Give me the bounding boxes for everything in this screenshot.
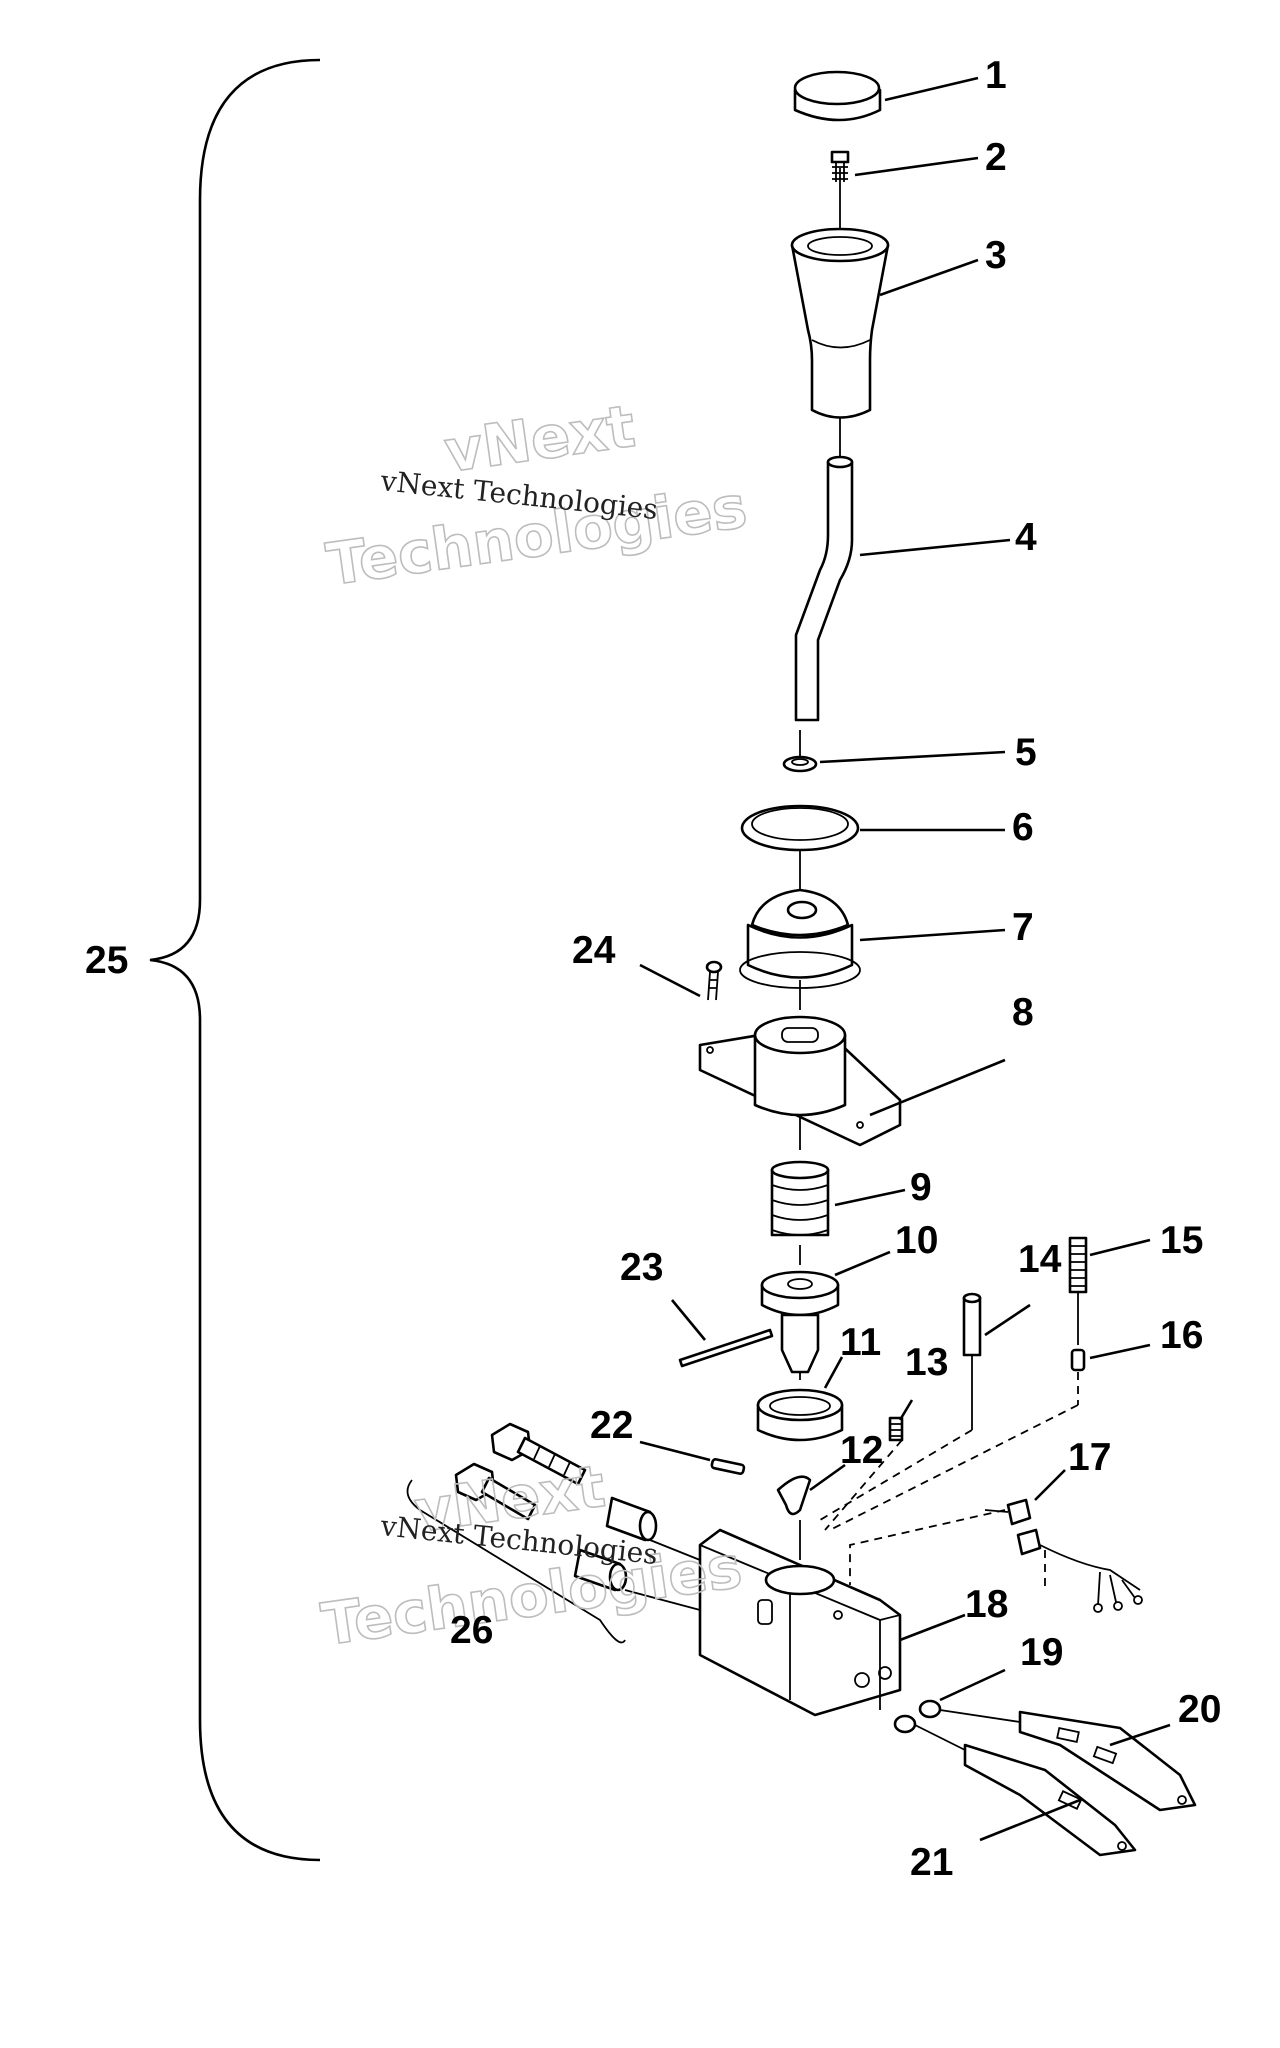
watermark-lower: vNext Technologies vNext Technologies: [317, 1451, 747, 1659]
callout-7: 7: [1012, 906, 1034, 949]
part-6-ring: [740, 804, 860, 852]
part-16-small-pin: [1070, 1348, 1086, 1405]
part-15-spring: [1068, 1236, 1088, 1345]
part-17-switch: [984, 1498, 1143, 1613]
callout-20: 20: [1178, 1688, 1221, 1731]
callout-16: 16: [1160, 1314, 1203, 1357]
callout-22: 22: [590, 1404, 633, 1447]
callout-10: 10: [895, 1219, 938, 1262]
callout-17: 17: [1068, 1436, 1111, 1479]
assembly-brace: [149, 58, 321, 1862]
part-2-screw: [830, 150, 850, 182]
part-22-pin: [710, 1458, 746, 1475]
callout-9: 9: [910, 1166, 932, 1209]
part-8-base-plate: [698, 1015, 902, 1147]
callout-25: 25: [85, 939, 128, 982]
part-19-o-rings: [893, 1699, 942, 1734]
part-23-pin: [678, 1328, 774, 1368]
part-26-bolts-bushings: [406, 1422, 701, 1644]
callout-14: 14: [1018, 1238, 1062, 1281]
callout-18: 18: [965, 1583, 1008, 1626]
part-9-spring: [770, 1160, 830, 1237]
callout-15: 15: [1160, 1219, 1203, 1262]
part-18-housing: [698, 1528, 902, 1717]
leader-lines: [639, 76, 1171, 1842]
part-20-shift-rod: [939, 1709, 1197, 1812]
callout-labels: 1 2 3 4 5 6 7 8 9 10 11 12 13 14 15 16 1…: [85, 54, 1221, 1884]
callout-2: 2: [985, 136, 1007, 179]
part-5-washer: [782, 755, 818, 773]
watermark-big-line1: vNext: [440, 392, 638, 486]
part-4-shift-lever: [794, 455, 854, 722]
callout-13: 13: [905, 1341, 948, 1384]
part-13-set-screw: [888, 1416, 904, 1442]
part-10-pivot-ball: [760, 1270, 840, 1374]
callout-19: 19: [1020, 1631, 1063, 1674]
callout-1: 1: [985, 54, 1007, 97]
part-12-finger: [776, 1475, 812, 1516]
part-14-plunger: [962, 1292, 982, 1430]
housing-guide-lines: [819, 1404, 1079, 1590]
part-11-slotted-cup: [756, 1388, 844, 1442]
part-7-boot-cup: [739, 888, 861, 989]
watermark-upper: vNext Technologies vNext Technologies: [322, 391, 752, 599]
callout-11: 11: [840, 1321, 881, 1364]
callout-6: 6: [1012, 806, 1034, 849]
callout-12: 12: [840, 1429, 883, 1472]
part-3-shift-knob: [790, 227, 890, 419]
callout-21: 21: [910, 1841, 953, 1884]
callout-23: 23: [620, 1246, 663, 1289]
callout-5: 5: [1015, 731, 1037, 774]
callout-4: 4: [1015, 516, 1037, 559]
callout-3: 3: [985, 234, 1007, 277]
callout-26: 26: [450, 1609, 493, 1652]
part-1-knob-cap: [793, 70, 882, 122]
part-24-screw: [705, 960, 723, 1001]
callout-24: 24: [572, 929, 616, 972]
callout-8: 8: [1012, 991, 1034, 1034]
